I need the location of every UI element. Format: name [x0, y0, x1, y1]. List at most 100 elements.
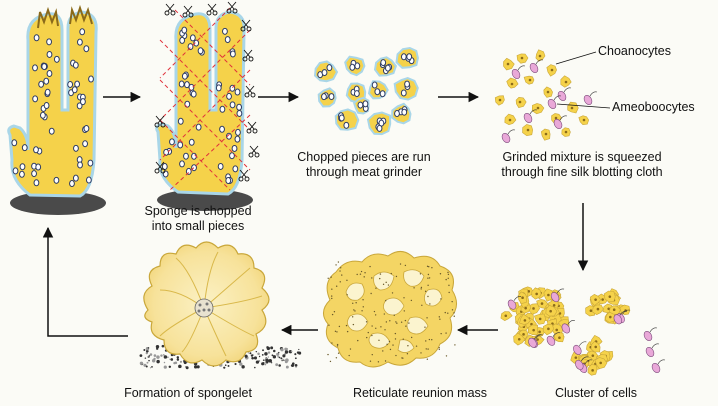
scissors-icon — [164, 3, 176, 16]
scissors-icon — [226, 1, 238, 14]
amoebocyte-cell — [500, 311, 513, 322]
sponge-piece — [352, 96, 370, 115]
choanocyte-cell — [547, 95, 562, 109]
choanocyte-cell — [529, 59, 544, 73]
choanocyte-cell — [528, 334, 542, 348]
scissors-icon — [246, 121, 258, 134]
spongelet — [139, 241, 302, 370]
sponge-body — [155, 10, 246, 196]
intact-sponge — [7, 4, 106, 215]
choanocyte-cell — [550, 288, 565, 303]
sponge-piece — [393, 77, 419, 101]
sponge-piece — [366, 111, 392, 136]
caption-squeeze-line2: through fine silk blotting cloth — [501, 165, 663, 179]
amoebocyte-cell — [591, 304, 604, 316]
choanocyte-cell — [511, 65, 526, 79]
amoebocyte-cell — [517, 291, 528, 304]
reticulate-mass — [323, 251, 457, 368]
sponge-piece — [313, 60, 339, 83]
amoebocyte-cell — [531, 287, 542, 300]
amoebocyte-cell — [519, 313, 531, 325]
choanocyte-cell — [546, 332, 561, 346]
chopped-sponge — [154, 1, 260, 211]
caption-cluster-label: Cluster of cells — [555, 386, 637, 400]
amoebocyte-cell — [513, 332, 526, 346]
amoebocyte-cell — [553, 332, 565, 343]
scissors-icon — [154, 115, 166, 128]
caption-reticulate-label: Reticulate reunion mass — [352, 386, 488, 400]
amoebocyte-cell — [515, 96, 527, 108]
sponge-piece — [317, 87, 337, 108]
amoebocyte-cell — [535, 49, 546, 62]
amoebocyte-cell — [523, 75, 535, 85]
sponge-piece — [367, 80, 389, 100]
osculum-spicules — [37, 6, 59, 29]
amoebocyte-pointer — [556, 103, 611, 109]
choanocyte-cell — [501, 129, 516, 143]
choanocyte-cell — [573, 341, 587, 355]
amoebocyte-cell — [567, 101, 579, 114]
scissors-icon — [206, 3, 218, 16]
amoebocyte-cell — [504, 113, 517, 126]
amoebocyte-cell — [560, 75, 572, 88]
choanocyte-cell — [613, 310, 627, 325]
scissors-icon — [238, 169, 250, 182]
caption-chop-line2: into small pieces — [151, 219, 245, 233]
amoebocyte-cell — [494, 95, 505, 106]
amoebocyte-cell — [531, 103, 545, 115]
caption-grinder: Chopped pieces are run through meat grin… — [290, 150, 438, 180]
caption-grinder-line2: through meat grinder — [305, 165, 423, 179]
choanocyte-cell — [643, 327, 658, 341]
amoebocyte-cell — [522, 124, 534, 137]
ostia-dots — [161, 26, 243, 185]
sponge-piece — [373, 56, 398, 77]
amoebocyte-cell — [516, 53, 529, 64]
choanocyte-cell — [645, 343, 660, 357]
amoebocyte-cell — [578, 115, 590, 126]
sponge-piece — [344, 55, 366, 77]
dissociated-cells — [494, 49, 598, 143]
sponge-base-rock — [10, 191, 106, 215]
amoebocyte-cell — [587, 364, 598, 376]
choanocyte-cell — [553, 115, 568, 129]
caption-cluster: Cluster of cells — [540, 386, 652, 401]
amoebocyte-cell — [534, 313, 546, 325]
label-amoebocytes: Ameoboocytes — [612, 100, 695, 114]
ostia-dots — [11, 28, 94, 188]
amoebocyte-cell — [543, 288, 554, 302]
amoebocyte-cell — [603, 290, 616, 303]
scissors-icon — [182, 5, 194, 18]
choanocyte-cell — [561, 320, 575, 334]
choanocyte-cell — [583, 91, 598, 105]
amoebocyte-cell — [506, 77, 519, 89]
caption-chop: Sponge is chopped into small pieces — [132, 204, 264, 234]
choanocyte-pointer — [555, 51, 597, 65]
choanocyte-cell — [575, 356, 589, 370]
amoebocyte-cell — [590, 341, 601, 353]
amoebocyte-cell — [527, 324, 539, 336]
choanocyte-cell — [557, 87, 572, 101]
caption-chop-line1: Sponge is chopped — [144, 204, 252, 218]
scissors-icons — [154, 1, 260, 182]
caption-spongelet: Formation of spongelet — [108, 386, 268, 401]
caption-grinder-line1: Chopped pieces are run — [297, 150, 431, 164]
amoebocyte-cell — [545, 304, 558, 317]
amoebocyte-cell — [594, 357, 608, 370]
scissors-icon — [240, 19, 252, 32]
amoebocyte-cell — [546, 64, 557, 77]
caption-reticulate: Reticulate reunion mass — [340, 386, 500, 401]
caption-spongelet-label: Formation of spongelet — [124, 386, 252, 400]
caption-squeeze-line1: Grinded mixture is squeezed — [502, 150, 662, 164]
sponge-piece — [391, 102, 412, 125]
cell-clusters — [500, 286, 666, 376]
amoebocyte-cell — [540, 128, 551, 141]
scissors-icon — [244, 85, 256, 98]
scissors-icon — [154, 161, 166, 174]
choanocyte-cell — [651, 359, 666, 373]
amoebocyte-cell — [589, 293, 602, 307]
osculum — [194, 298, 214, 318]
cut-lines — [159, 7, 251, 191]
sponge-piece — [334, 108, 360, 131]
choanocyte-cell — [523, 109, 538, 123]
